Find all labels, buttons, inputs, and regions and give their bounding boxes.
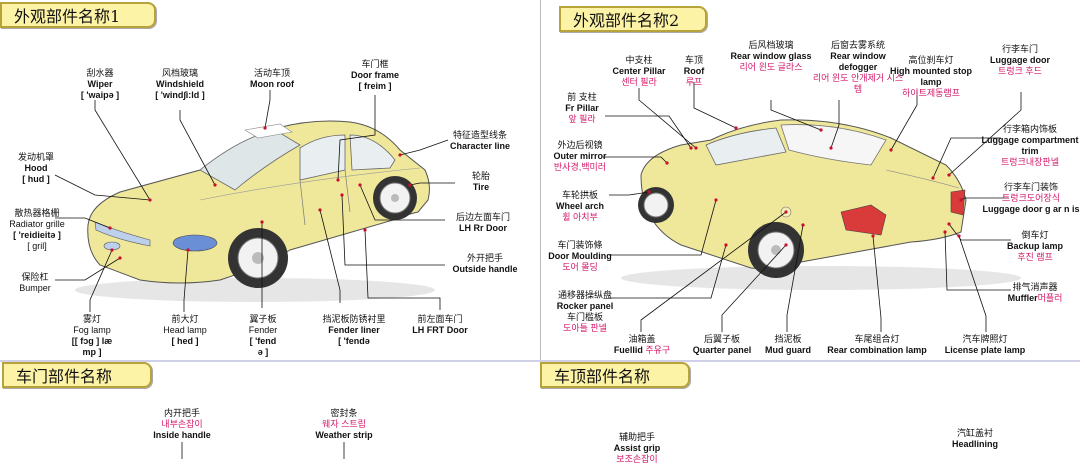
car-illustration-side-front (54, 90, 455, 312)
section-divider (0, 360, 1080, 362)
exterior-panel-1: 外观部件名称1 (0, 0, 536, 360)
leader-lines (54, 90, 455, 312)
car-shadow-rear (621, 266, 1021, 290)
tail-lamp-left (840, 204, 887, 236)
section-title-exterior-1: 外观部件名称1 (0, 2, 156, 28)
door-leader-lines (181, 442, 345, 459)
leader-markers (108, 126, 412, 260)
side-window-front (299, 134, 346, 181)
rear-window-shape (780, 124, 887, 166)
trunk-edge (885, 169, 960, 189)
section-title-exterior-2: 外观部件名称2 (559, 6, 707, 32)
leader-lines-right (603, 82, 1022, 332)
rear-wheel-2 (748, 222, 804, 278)
side-window-shape (705, 127, 787, 166)
rear-wheel (373, 176, 417, 220)
car-illustration-rear (603, 82, 1022, 332)
moon-roof (244, 123, 293, 139)
front-wheel (228, 228, 288, 288)
car-shadow (75, 278, 435, 302)
windshield-glass (199, 129, 301, 191)
tail-lamp-right (950, 189, 966, 216)
front-wheel-2 (638, 187, 674, 223)
leader-markers-right (647, 126, 963, 247)
section-title-roof: 车顶部件名称 (540, 362, 690, 388)
character-line-shape (199, 167, 421, 201)
door-seam (299, 169, 351, 226)
headlamp-shape (172, 234, 218, 252)
exterior-panel-2: 外观部件名称2 (540, 0, 1080, 360)
side-window-rear (349, 134, 396, 171)
section-title-door: 车门部件名称 (2, 362, 152, 388)
